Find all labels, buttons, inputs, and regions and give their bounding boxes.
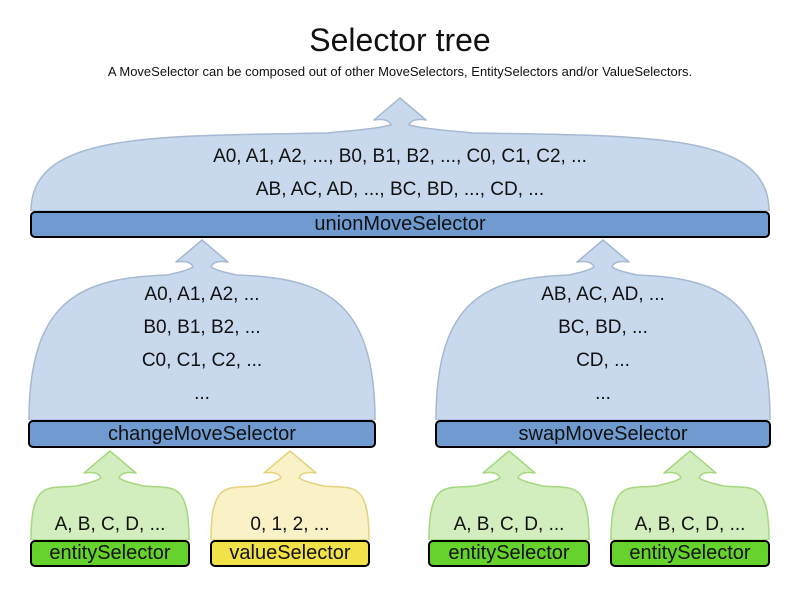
union-output-text: A0, A1, A2, ..., B0, B1, B2, ..., C0, C1… [30, 140, 770, 206]
entity-selector-group-1: A, B, C, D, ... entitySelector [30, 450, 190, 567]
swap-arch-arrow-shape [435, 239, 771, 420]
change-selector-group: A0, A1, A2, ... B0, B1, B2, ... C0, C1, … [28, 239, 376, 448]
swap-output-text: AB, AC, AD, ... BC, BD, ... CD, ... ... [435, 278, 771, 410]
change-line: A0, A1, A2, ... [144, 284, 260, 305]
entity3-output-text: A, B, C, D, ... [610, 513, 770, 537]
union-line: AB, AC, AD, ..., BC, BD, ..., CD, ... [255, 179, 545, 200]
change-line: C0, C1, C2, ... [141, 350, 263, 371]
entity-selector-group-3: A, B, C, D, ... entitySelector [610, 450, 770, 567]
entity3-line: A, B, C, D, ... [634, 514, 746, 535]
union-move-selector-bar: unionMoveSelector [30, 211, 770, 238]
page-subtitle: A MoveSelector can be composed out of ot… [107, 64, 693, 79]
change-arch-arrow-shape [28, 239, 376, 420]
entity1-line: A, B, C, D, ... [54, 514, 166, 535]
change-line: ... [194, 383, 210, 404]
entity-selector-bar-2: entitySelector [428, 540, 590, 567]
swap-line: AB, AC, AD, ... [541, 284, 665, 305]
value-selector-bar: valueSelector [210, 540, 370, 567]
value-output-text: 0, 1, 2, ... [210, 513, 370, 537]
change-move-selector-bar: changeMoveSelector [28, 420, 376, 448]
entity2-arch-arrow-shape [428, 450, 590, 540]
value-selector-group: 0, 1, 2, ... valueSelector [210, 450, 370, 567]
union-line: A0, A1, A2, ..., B0, B1, B2, ..., C0, C1… [213, 146, 587, 167]
union-selector-group: A0, A1, A2, ..., B0, B1, B2, ..., C0, C1… [30, 97, 770, 238]
entity-selector-bar-1: entitySelector [30, 540, 190, 567]
swap-line: CD, ... [576, 350, 630, 371]
value-arch-arrow-shape [210, 450, 370, 540]
change-line: B0, B1, B2, ... [143, 317, 261, 338]
swap-move-selector-bar: swapMoveSelector [435, 420, 771, 448]
entity3-arch-arrow-shape [610, 450, 770, 540]
entity1-arch-arrow-shape [30, 450, 190, 540]
change-output-text: A0, A1, A2, ... B0, B1, B2, ... C0, C1, … [28, 278, 376, 410]
entity-selector-group-2: A, B, C, D, ... entitySelector [428, 450, 590, 567]
union-arch-arrow-shape [30, 97, 770, 211]
swap-line: BC, BD, ... [558, 317, 648, 338]
entity1-output-text: A, B, C, D, ... [30, 513, 190, 537]
entity2-line: A, B, C, D, ... [453, 514, 565, 535]
swap-selector-group: AB, AC, AD, ... BC, BD, ... CD, ... ... … [435, 239, 771, 448]
page-title: Selector tree [309, 22, 491, 58]
swap-line: ... [595, 383, 611, 404]
value-line: 0, 1, 2, ... [250, 514, 330, 535]
entity-selector-bar-3: entitySelector [610, 540, 770, 567]
entity2-output-text: A, B, C, D, ... [428, 513, 590, 537]
